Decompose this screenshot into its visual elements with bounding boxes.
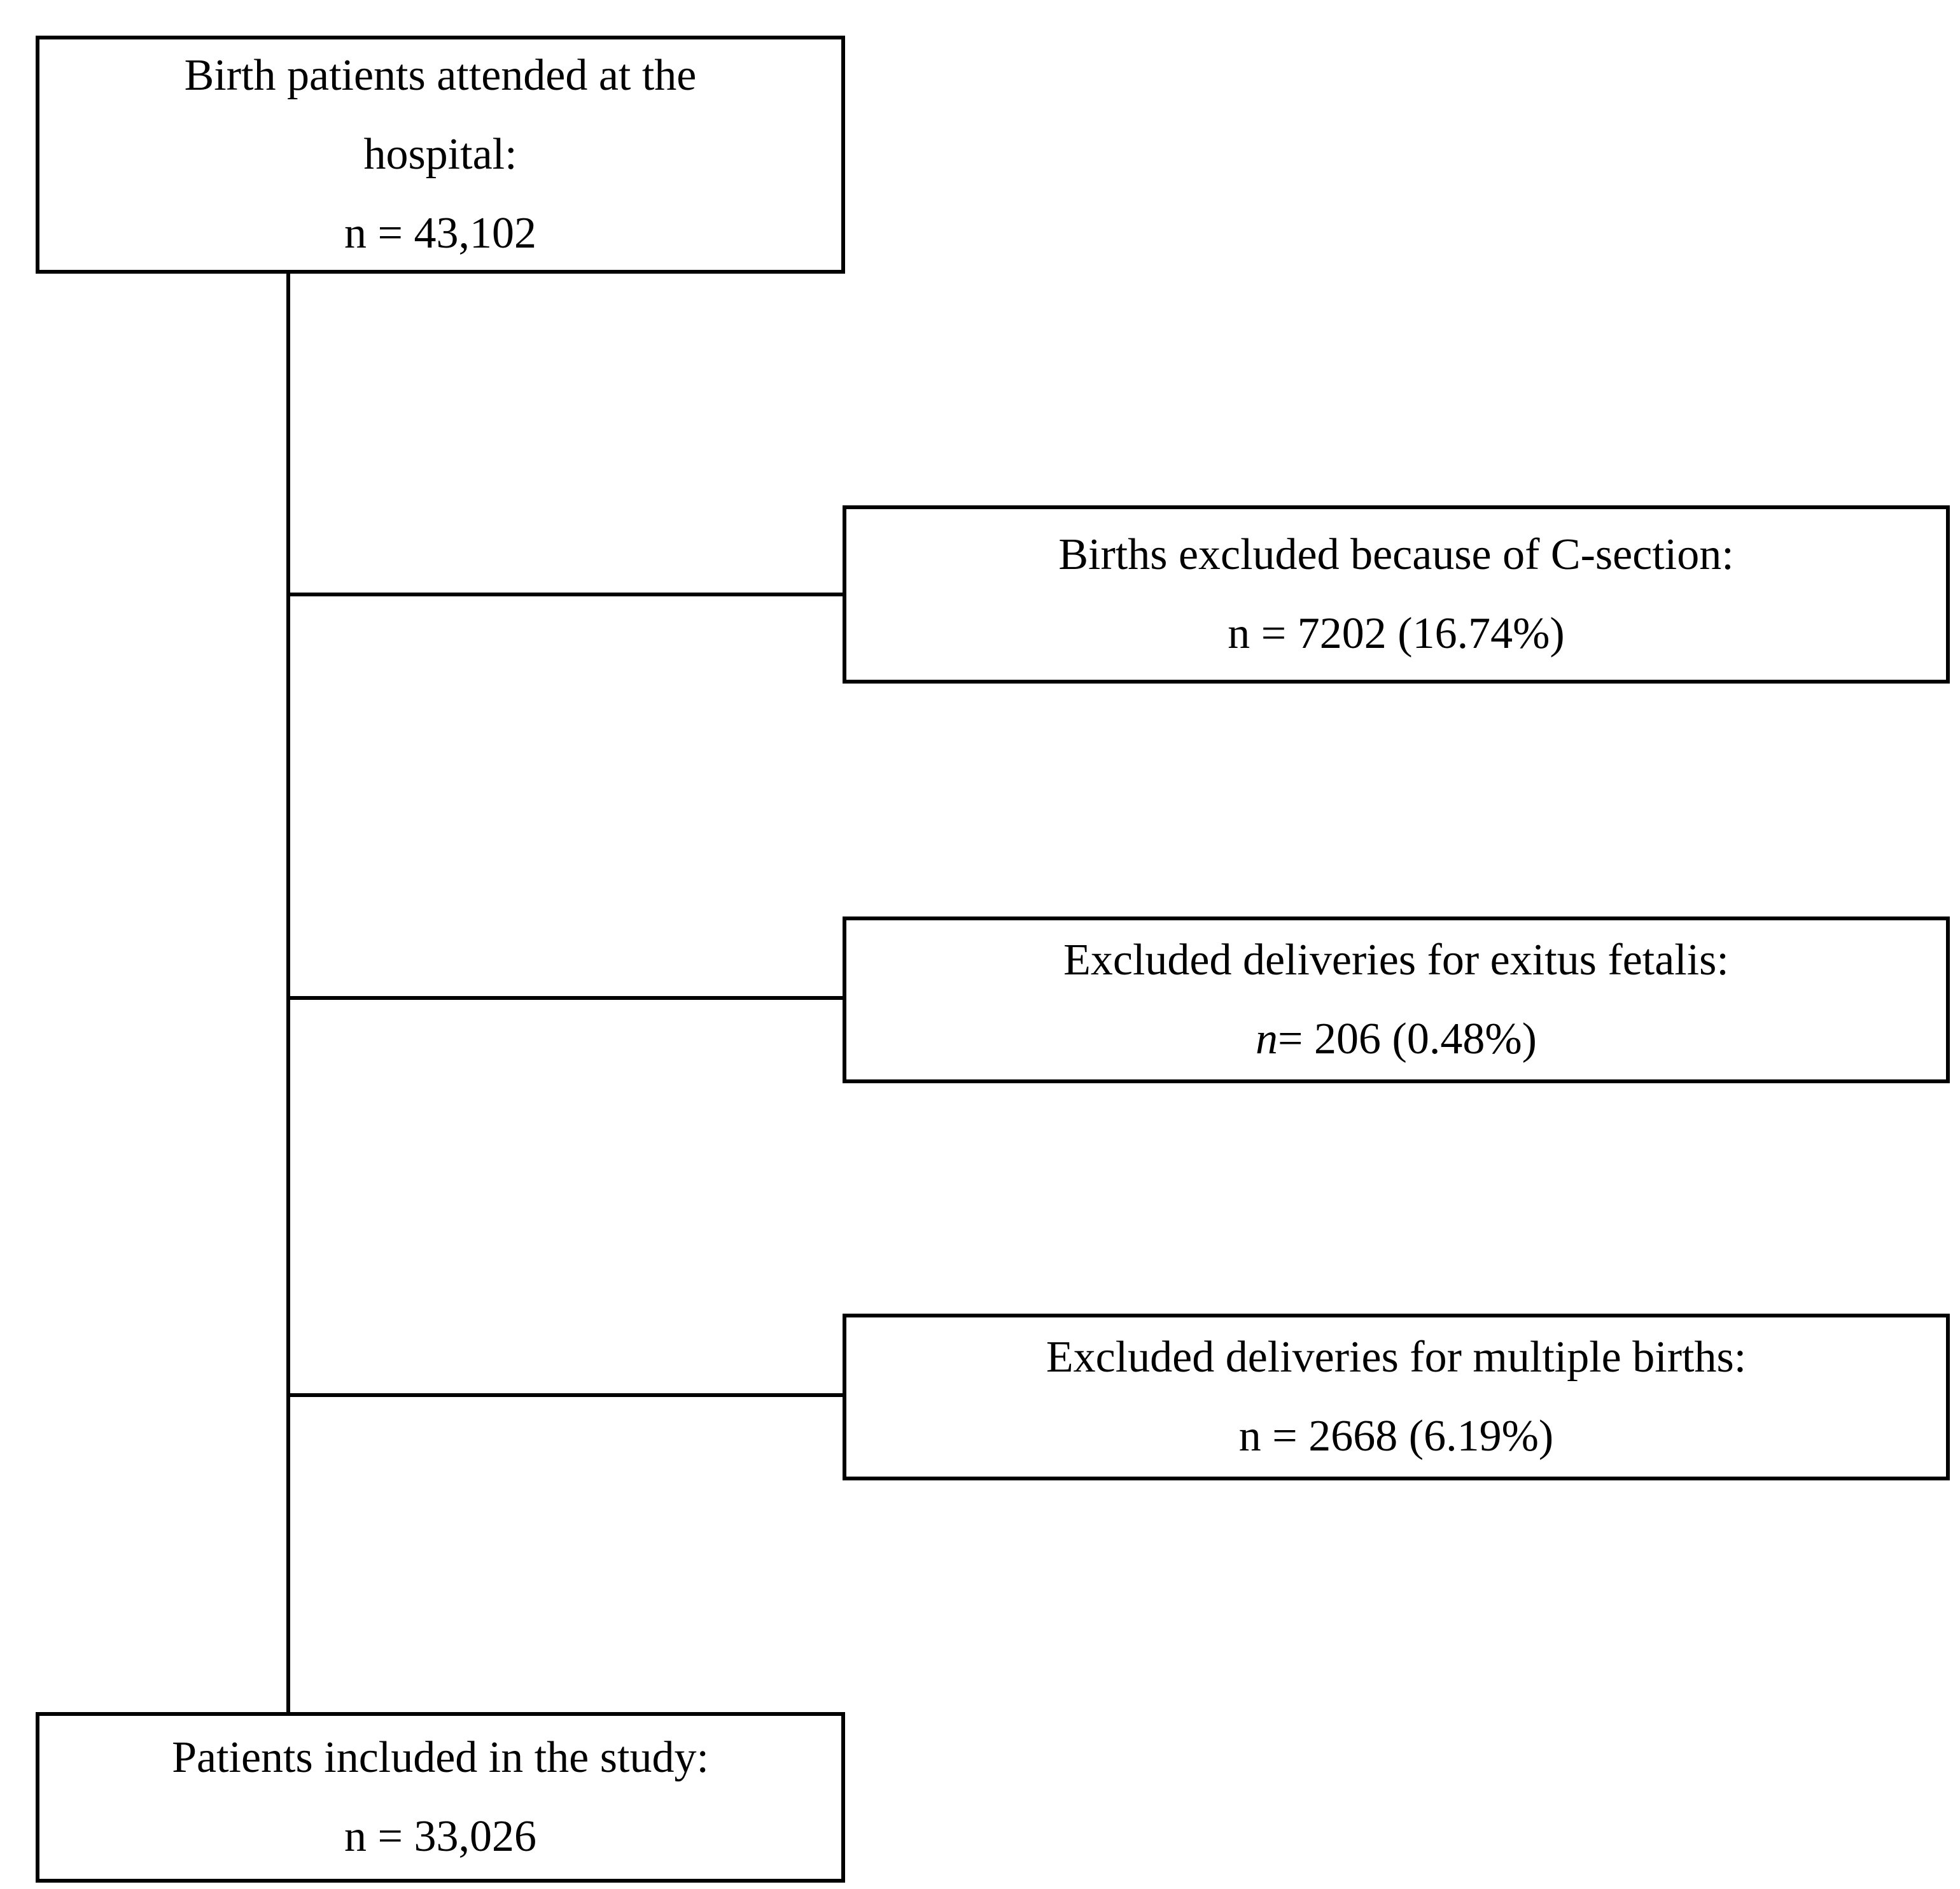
exclusion-exitus-label: Excluded deliveries for exitus fetalis: — [1063, 936, 1729, 985]
result-box-included-patients: Patients included in the study: n = 33,0… — [36, 1712, 845, 1883]
exclusion-box-exitus-fetalis: Excluded deliveries for exitus fetalis: … — [843, 916, 1950, 1083]
start-box-count: n = 43,102 — [344, 209, 536, 258]
exclusion-box-csection: Births excluded because of C-section: n … — [843, 505, 1950, 684]
start-box-line-1: Birth patients attended at the — [184, 51, 697, 100]
exclusion-multiple-count: n = 2668 (6.19%) — [1238, 1412, 1554, 1461]
exclusion-box-multiple-births: Excluded deliveries for multiple births:… — [843, 1314, 1950, 1480]
exclusion-multiple-label: Excluded deliveries for multiple births: — [1046, 1333, 1747, 1382]
start-box-line-2: hospital: — [363, 130, 517, 179]
result-count: n = 33,026 — [344, 1812, 536, 1861]
exclusion-exitus-count-symbol: n — [1256, 1015, 1278, 1064]
exclusion-exitus-count-line: n= 206 (0.48%) — [1256, 1000, 1537, 1079]
exclusion-csection-label: Births excluded because of C-section: — [1058, 530, 1734, 579]
start-box-total-births: Birth patients attended at the hospital:… — [36, 36, 845, 274]
exclusion-csection-count: n = 7202 (16.74%) — [1228, 609, 1565, 658]
result-label: Patients included in the study: — [172, 1733, 709, 1782]
exclusion-exitus-count: = 206 (0.48%) — [1278, 1015, 1537, 1064]
